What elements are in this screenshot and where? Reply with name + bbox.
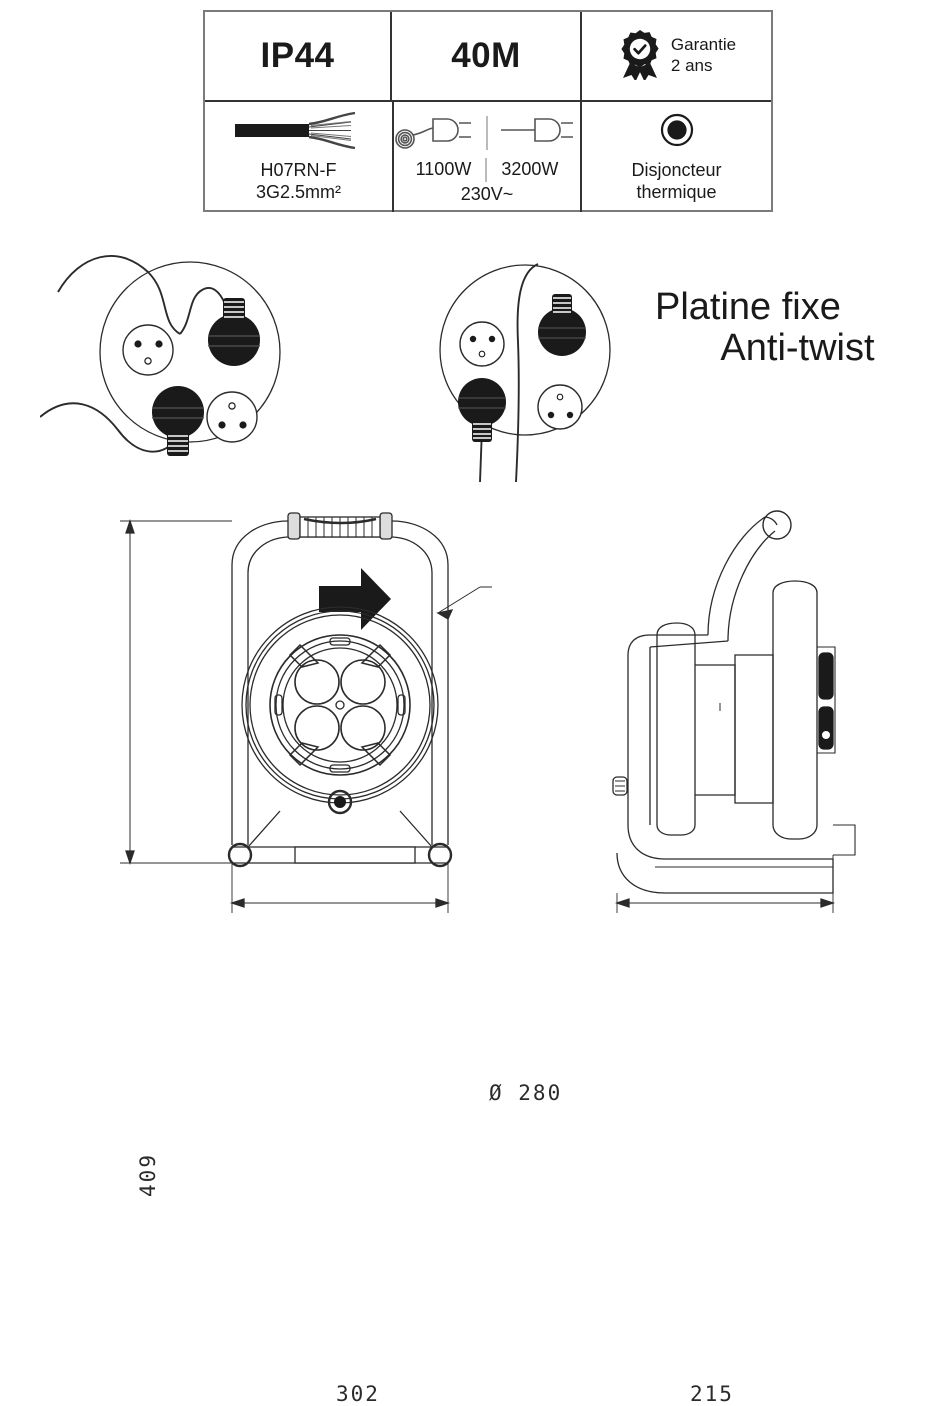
side-view (612, 510, 856, 913)
socket-empty (537, 384, 583, 430)
power-coiled-label: 1100W (415, 158, 472, 179)
ip-rating-label: IP44 (260, 36, 335, 75)
cable-icon (231, 110, 367, 155)
antitwist-illustration: Platine fixe Anti-twist (0, 232, 940, 630)
power-text-divider (485, 157, 488, 182)
socket-empty (122, 324, 174, 376)
spec-cell-thermal-breaker: Disjoncteur thermique (582, 102, 771, 212)
right-arrow-icon (319, 568, 391, 630)
voltage-label: 230V~ (460, 183, 514, 204)
spec-table-top-row: IP44 40M Garantie 2 ans (205, 12, 771, 102)
antitwist-text: Platine fixe Anti-twist (655, 286, 940, 370)
dimension-height-label: 409 (135, 1153, 160, 1197)
spec-table: IP44 40M Garantie 2 ans (203, 10, 773, 212)
dimension-depth-label: 215 (690, 1382, 734, 1406)
power-uncoiled-label: 3200W (501, 158, 559, 179)
warranty-text: Garantie 2 ans (671, 35, 736, 76)
spec-table-bottom-row: H07RN-F 3G2.5mm² (205, 102, 771, 212)
plug-inserted (538, 294, 586, 356)
reel-face-untangled (439, 263, 611, 482)
cable-type-line2: 3G2.5mm² (255, 182, 342, 202)
plug-inserted (152, 386, 204, 456)
breaker-line1: Disjoncteur (631, 160, 722, 181)
antitwist-line2: Anti-twist (720, 327, 875, 370)
spec-cell-power: 1100W 3200W 230V~ (392, 102, 582, 212)
coiled-cable-plug-icon (393, 111, 479, 156)
straight-cable-plug-icon (495, 111, 581, 156)
cable-type-text: H07RN-F 3G2.5mm² (256, 160, 341, 203)
plug-inserted (458, 378, 506, 442)
reset-button-icon (657, 110, 697, 155)
award-badge-icon (617, 28, 663, 85)
spec-cell-warranty: Garantie 2 ans (582, 12, 771, 100)
cable-type-line1: H07RN-F (260, 160, 337, 181)
plug-inserted (207, 298, 260, 366)
reel-face-tangled (40, 255, 281, 456)
dimension-width-label: 302 (336, 1382, 380, 1406)
socket-empty (206, 391, 258, 443)
spec-cell-ip-rating: IP44 (205, 12, 392, 100)
cable-length-label: 40M (451, 36, 521, 75)
socket-empty (459, 321, 505, 367)
antitwist-line1: Platine fixe (655, 286, 841, 328)
spec-cell-cable-length: 40M (392, 12, 582, 100)
warranty-line1: Garantie (670, 35, 737, 55)
dimension-diameter-label: Ø 280 (489, 1081, 563, 1105)
technical-drawings: 409 302 215 Ø 280 (0, 495, 940, 1406)
spec-cell-cable-type: H07RN-F 3G2.5mm² (205, 102, 392, 212)
warranty-line2: 2 ans (670, 56, 713, 75)
front-view (120, 512, 492, 913)
power-divider (486, 116, 488, 151)
breaker-line2: thermique (636, 182, 717, 202)
thermal-breaker-text: Disjoncteur thermique (631, 160, 721, 203)
